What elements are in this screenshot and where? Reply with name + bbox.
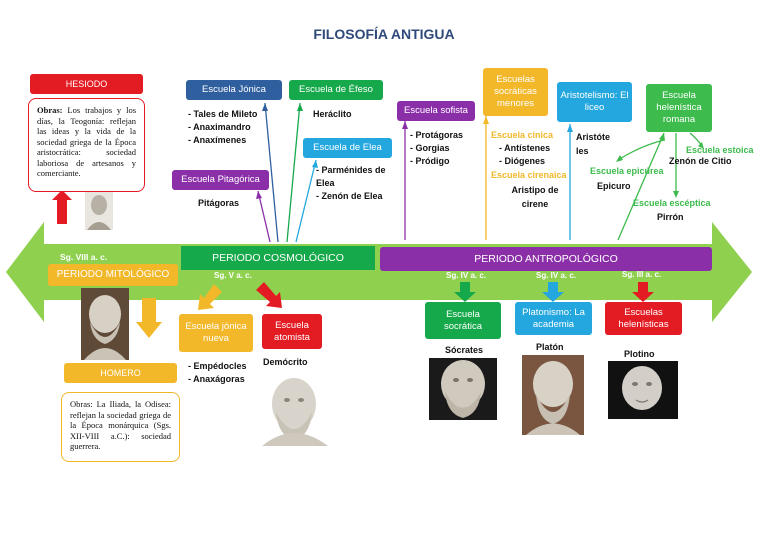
sg-viii-label: Sg. VIII a. c.: [60, 252, 108, 262]
atomista-arrow: [256, 282, 282, 308]
hesiodo-obras-text: Los trabajos y los días, la Teogonía: re…: [37, 105, 137, 178]
hesiodo-label: HESIODO: [30, 74, 143, 94]
escuela-pitagorica: Escuela Pitagórica: [172, 170, 269, 190]
socrates-portrait: [429, 358, 497, 420]
escuela-esceptica: Escuela escéptica: [633, 198, 711, 208]
escuela-elea: Escuela de Elea: [303, 138, 392, 158]
list-item: Zenón de Elea: [316, 190, 398, 203]
list-item: Antístenes: [499, 142, 550, 155]
socratica-arrow: [454, 282, 476, 302]
homero-obras: Obras: La Iliada, la Odisea: reflejan la…: [61, 392, 180, 462]
list-item: Diógenes: [499, 155, 550, 168]
elea-members: Parménides de Elea Zenón de Elea: [316, 164, 398, 203]
hesiodo-obras-label: Obras:: [37, 105, 63, 115]
helenisticas-arrow: [632, 282, 654, 302]
epicurea-member: Epicuro: [597, 181, 631, 191]
periodo-antropologico: PERIODO ANTROPOLÓGICO: [380, 247, 712, 271]
list-item: Empédocles: [188, 360, 247, 373]
efeso-member: Heráclito: [313, 109, 352, 119]
aristotelismo-liceo: Aristotelismo: El liceo: [557, 82, 632, 122]
pitagorica-member: Pitágoras: [198, 198, 240, 208]
escuela-jonica-nueva: Escuela jónica nueva: [179, 314, 253, 352]
homero-obras-text: Obras: La Iliada, la Odisea: reflejan la…: [70, 399, 171, 451]
homero-label: HOMERO: [64, 363, 177, 383]
connector-jonica: [264, 102, 279, 243]
estoica-member: Zenón de Citio: [669, 156, 732, 166]
connector-elea: [295, 159, 317, 243]
escuelas-helenisticas: Escuelas helenísticas: [605, 302, 682, 335]
page-title: FILOSOFÍA ANTIGUA: [313, 26, 455, 42]
sg-iii-label: Sg. III a. c.: [622, 270, 662, 279]
socrates-label: Sócrates: [445, 345, 484, 355]
sg-v-label: Sg. V a. c.: [214, 271, 252, 280]
hesiodo-portrait: [85, 190, 113, 230]
aristoteles-label: Aristóteles: [576, 132, 611, 156]
escuela-estoica: Escuela estoica: [686, 145, 754, 155]
list-item: Pródigo: [410, 155, 463, 168]
escuela-jonica: Escuela Jónica: [186, 80, 282, 100]
connector-efeso: [286, 102, 301, 243]
escuela-socratica: Escuela socrática: [425, 302, 501, 339]
platon-label: Platón: [536, 342, 564, 352]
escuela-atomista: Escuela atomista: [262, 314, 322, 349]
escuela-efeso: Escuela de Éfeso: [289, 80, 383, 100]
list-item: Parménides de Elea: [316, 164, 398, 190]
sg-iv-label-1: Sg. IV a. c.: [446, 271, 487, 280]
list-item: Tales de Mileto: [188, 108, 258, 121]
periodo-mitologico: PERIODO MITOLÓGICO: [48, 264, 178, 286]
hesiodo-arrow: [52, 190, 72, 224]
escuela-helenistica-romana: Escuela helenística romana: [646, 84, 712, 132]
cinica-members: Antístenes Diógenes: [499, 142, 550, 168]
plotino-label: Plotino: [624, 349, 655, 359]
platon-portrait: [522, 355, 584, 435]
esceptica-member: Pirrón: [657, 212, 684, 222]
list-item: Protágoras: [410, 129, 464, 142]
escuela-sofista: Escuela sofista: [397, 101, 475, 121]
periodo-cosmologico: PERIODO COSMOLÓGICO: [181, 246, 375, 270]
list-item: Anaxímenes: [188, 134, 257, 147]
escuela-cirenaica: Escuela cirenaica: [491, 170, 567, 180]
homero-portrait: [81, 288, 129, 360]
list-item: Anaximandro: [188, 121, 257, 134]
jonica-nueva-members: Empédocles Anaxágoras: [188, 360, 247, 386]
list-item: Anaxágoras: [188, 373, 247, 386]
sofista-members: Protágoras Gorgias Pródigo: [410, 129, 464, 168]
escuela-epicurea: Escuela epicúrea: [590, 166, 664, 176]
platonismo-academia: Platonismo: La academia: [515, 302, 592, 335]
democrito-portrait: [262, 378, 328, 446]
jonica-nueva-arrow: [198, 284, 222, 310]
cirenaica-member: Aristipo de cirene: [511, 185, 559, 209]
escuelas-socraticas-menores: Escuelas socráticas menores: [483, 68, 548, 116]
sg-iv-label-2: Sg. IV a. c.: [536, 271, 577, 280]
connector-pitagorica: [257, 190, 271, 243]
jonica-members: Tales de Mileto Anaximandro Anaxímenes: [188, 108, 257, 147]
democrito-label: Demócrito: [263, 357, 308, 367]
list-item: Gorgias: [410, 142, 463, 155]
platonismo-arrow: [542, 282, 564, 302]
homero-arrow: [136, 298, 162, 338]
escuela-cinica: Escuela cínica: [491, 130, 554, 140]
hesiodo-obras: Obras: Los trabajos y los días, la Teogo…: [28, 98, 145, 192]
connector-helenistica: [617, 132, 665, 241]
plotino-portrait: [608, 361, 678, 419]
